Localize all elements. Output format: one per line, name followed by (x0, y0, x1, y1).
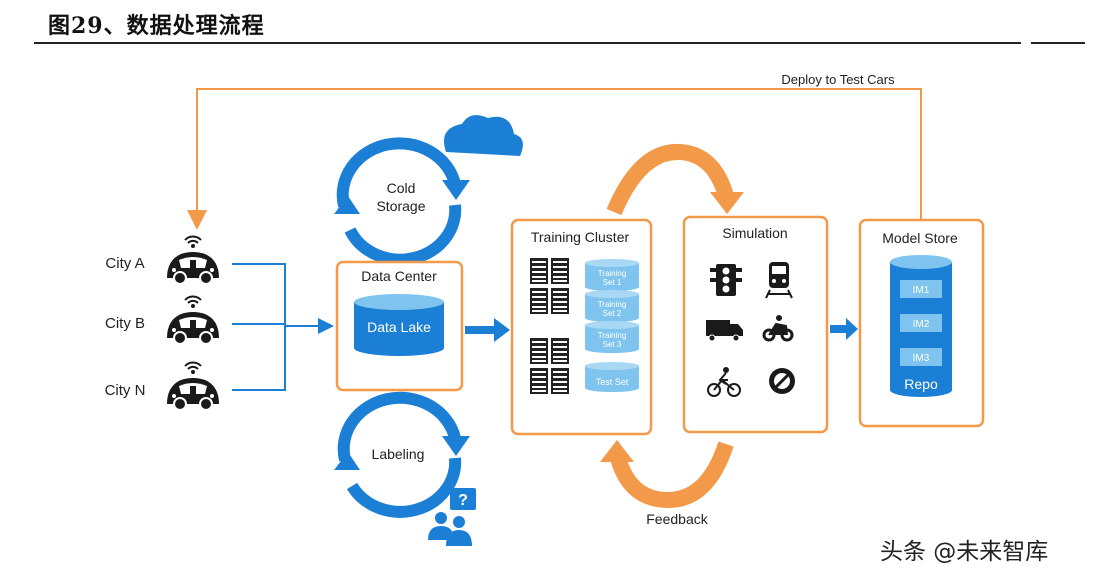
training-simulation-loop: Feedback (600, 143, 744, 527)
labeling-label: Labeling (372, 446, 425, 462)
training-set-3-label-2: Set 3 (603, 340, 622, 349)
truck-icon (706, 320, 743, 342)
deploy-arrow (187, 88, 922, 230)
people-question-icon: ? (428, 488, 476, 546)
labeling-cycle: Labeling ? (334, 391, 476, 546)
data-center-title: Data Center (361, 268, 437, 284)
simulation-box: Simulation (682, 215, 829, 434)
cold-storage-label-2: Storage (376, 198, 425, 214)
city-connectors (232, 263, 334, 391)
training-set-1-label-1: Training (598, 269, 627, 278)
city-n-label: City N (105, 382, 146, 399)
city-b-label: City B (105, 315, 145, 332)
training-set-2-label-2: Set 2 (603, 309, 622, 318)
svg-text:?: ? (458, 492, 468, 509)
car-icon (166, 251, 220, 285)
training-set-1-label-2: Set 1 (603, 278, 622, 287)
training-set-2-label-1: Training (598, 300, 627, 309)
training-set-2: Training Set 2 (585, 290, 639, 322)
watermark: 头条 @未来智库 (880, 539, 1049, 565)
deploy-label: Deploy to Test Cars (781, 72, 895, 87)
traffic-light-icon (710, 264, 742, 296)
repo-label: Repo (904, 376, 938, 392)
training-set-3: Training Set 3 (585, 321, 639, 353)
training-cluster-box: Training Cluster Training Set 1 Training… (510, 218, 653, 436)
title-rule (34, 42, 1021, 44)
data-center-box: Data Center Data Lake (335, 260, 464, 392)
model-store-title: Model Store (882, 230, 958, 246)
model-im3: IM3 (913, 353, 930, 364)
data-lake-cylinder: Data Lake (354, 294, 444, 356)
bicycle-icon (707, 367, 741, 397)
sim-to-store-arrow (830, 318, 858, 340)
cold-storage-label-1: Cold (387, 180, 416, 196)
feedback-label: Feedback (646, 511, 708, 527)
test-set: Test Set (585, 362, 639, 392)
train-icon (765, 262, 793, 299)
figure-title: 图29、数据处理流程 (48, 13, 265, 39)
city-a-label: City A (105, 255, 144, 272)
car-icon (166, 377, 220, 411)
simulation-title: Simulation (722, 225, 787, 241)
dc-to-training-arrow (465, 318, 510, 342)
motorcycle-icon (762, 315, 794, 342)
model-im2: IM2 (913, 319, 930, 330)
data-lake-label: Data Lake (367, 319, 431, 335)
title-rule-right (1031, 42, 1085, 44)
training-cluster-title: Training Cluster (531, 229, 630, 245)
test-set-label: Test Set (596, 377, 629, 387)
wifi-icon (184, 361, 202, 375)
training-set-1: Training Set 1 (585, 259, 639, 291)
wifi-icon (184, 235, 202, 249)
wifi-icon (184, 295, 202, 309)
no-entry-icon (769, 368, 795, 394)
cold-storage-cycle: Cold Storage (334, 115, 523, 266)
repo-cylinder: IM1 IM2 IM3 Repo (890, 255, 952, 397)
car-icon (166, 311, 220, 345)
model-im1: IM1 (913, 285, 930, 296)
cloud-icon (444, 115, 523, 156)
model-store-box: Model Store IM1 IM2 IM3 Repo (858, 218, 985, 428)
training-set-3-label-1: Training (598, 331, 627, 340)
